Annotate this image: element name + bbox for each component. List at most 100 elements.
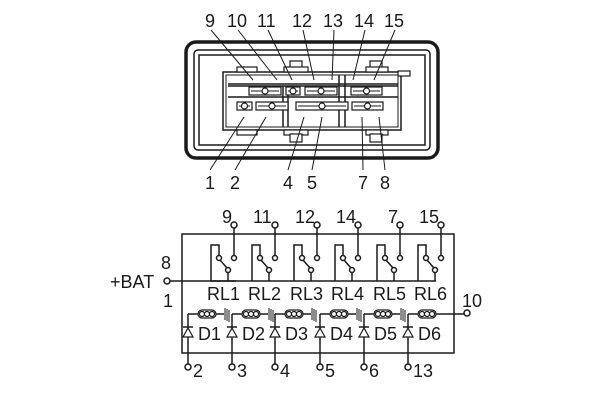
relay-name-label: RL6 <box>414 284 447 304</box>
battery-label: +BAT <box>110 272 154 292</box>
diode-d1: D12 <box>181 308 230 381</box>
diode-icon <box>357 326 371 338</box>
diode-name-label: D6 <box>418 324 441 344</box>
coil-turn <box>290 310 298 318</box>
leader-line <box>331 29 335 81</box>
diode-terminal <box>271 363 279 371</box>
terminal-pin-icon <box>240 102 249 110</box>
leader-line <box>311 116 323 171</box>
relay-contact-nc <box>256 254 264 262</box>
relay-name-label: RL4 <box>331 284 364 304</box>
latch-tab <box>365 66 389 73</box>
relay-output-terminal <box>271 221 279 229</box>
diode-terminal <box>404 363 412 371</box>
relay-contact-common <box>265 266 273 274</box>
coil-turn <box>252 310 260 318</box>
coil-turn <box>418 310 426 318</box>
leader-line <box>210 29 254 81</box>
relay-contact-common <box>224 266 232 274</box>
coil-turn <box>208 310 216 318</box>
diode-terminal <box>228 363 236 371</box>
connector-pin-label-7: 7 <box>358 173 368 193</box>
connector-inner-wall <box>198 54 426 146</box>
battery-terminal <box>163 277 171 285</box>
relay-switch-arm <box>260 259 269 269</box>
coil-turn <box>384 310 392 318</box>
relay-pin-label: 9 <box>222 207 232 227</box>
terminal-pin-icon <box>289 87 297 95</box>
connector-outer-shell <box>184 40 440 160</box>
leader-line <box>267 29 293 81</box>
coil-turn <box>428 310 436 318</box>
latch-tab <box>369 133 383 143</box>
relay-contact-no <box>354 254 362 262</box>
relay-contact-common <box>348 266 356 274</box>
leader-line <box>209 116 245 171</box>
coil-turn <box>330 310 338 318</box>
coil-turn <box>242 310 250 318</box>
module-box <box>181 233 455 354</box>
relay-output-terminal <box>396 221 404 229</box>
coil-turn <box>247 310 255 318</box>
connector-pin-label-11: 11 <box>257 11 276 31</box>
latch-tab <box>289 133 303 143</box>
terminal-pin-icon <box>318 102 326 110</box>
diode-name-label: D5 <box>374 324 397 344</box>
diode-pin-label: 6 <box>369 361 379 381</box>
connector-pin-label-8: 8 <box>380 173 390 193</box>
diode-icon <box>313 326 327 338</box>
diode-name-label: D1 <box>198 324 221 344</box>
terminal-pin-icon <box>268 102 276 110</box>
relay-frame <box>334 244 344 281</box>
relay-frame <box>417 244 427 281</box>
relay-switch-arm <box>426 259 435 269</box>
latch-tab <box>236 66 258 73</box>
relay-frame <box>376 244 386 281</box>
pin-leader-lines <box>209 29 396 171</box>
relay-contact-nc <box>422 254 430 262</box>
relay-contact-nc <box>298 254 306 262</box>
diode-pin-label: 5 <box>325 361 335 381</box>
connector-pin-label-1: 1 <box>205 173 215 193</box>
relay-frame <box>210 244 220 281</box>
leader-line <box>237 29 278 81</box>
relay-name-label: RL5 <box>373 284 406 304</box>
coil-turn <box>335 310 343 318</box>
relay-output-terminal <box>230 221 238 229</box>
relay-contact-no <box>396 254 404 262</box>
leader-line <box>287 116 305 171</box>
diode-name-label: D3 <box>285 324 308 344</box>
connector-pin-label-2: 2 <box>230 173 240 193</box>
relay-frame <box>251 244 261 281</box>
relay-contact-no <box>230 254 238 262</box>
relay-pin-label: 7 <box>388 207 398 227</box>
connector-pin-label-10: 10 <box>227 11 247 31</box>
relay-switch-arm <box>385 259 394 269</box>
coil-turn <box>203 310 211 318</box>
leader-line <box>302 29 315 81</box>
relay-contact-common <box>307 266 315 274</box>
relay-output-terminal <box>313 221 321 229</box>
relay-switch-arm <box>302 259 311 269</box>
connector-pin-label-14: 14 <box>354 11 374 31</box>
terminal-pin-icon <box>362 87 371 95</box>
leader-line <box>352 29 366 81</box>
connector-pin-label-4: 4 <box>283 173 293 193</box>
connector-housing-inner <box>225 74 399 128</box>
diode-pin-label: 3 <box>237 361 247 381</box>
leader-line <box>234 116 267 171</box>
connector-pin-label-15: 15 <box>384 11 404 31</box>
relay-frame <box>293 244 303 281</box>
relay-output-terminal <box>437 221 445 229</box>
diode-pin-label: 4 <box>280 361 290 381</box>
terminal-pin-icon <box>363 102 372 110</box>
schematic: +BAT 8 1 10 9RL111RL212RL314RL47RL515RL6… <box>110 207 482 381</box>
battery-pin-1: 1 <box>163 291 173 311</box>
diode-icon <box>268 326 282 338</box>
